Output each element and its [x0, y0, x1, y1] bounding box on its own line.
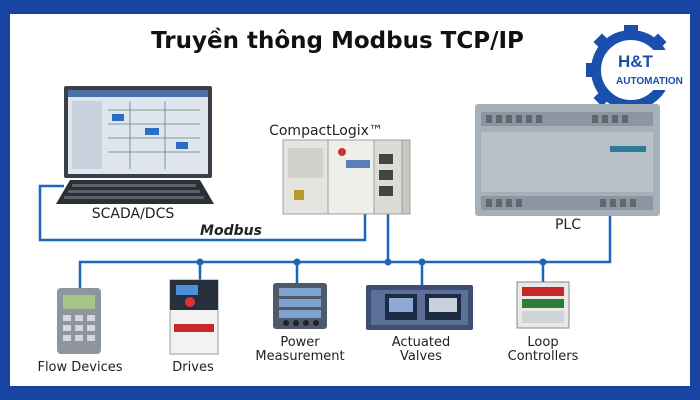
device-label-loop-line2: Controllers: [508, 349, 579, 364]
protocol-label: Modbus: [200, 223, 262, 239]
gear-icon: [586, 25, 690, 115]
logo-main-text: H&T: [618, 52, 654, 71]
network-bus-line: [78, 215, 612, 290]
compactlogix-controller-icon: [282, 139, 411, 215]
valve-panel-icon: [366, 285, 473, 330]
device-label-flow: Flow Devices: [37, 360, 122, 375]
device-label-power-line2: Measurement: [255, 349, 344, 364]
loop-controller-icon: [516, 281, 570, 329]
plc-icon: [475, 104, 660, 216]
power-meter-icon: [273, 283, 327, 329]
logo-sub-text: AUTOMATION: [616, 76, 683, 87]
device-label-valves-line2: Valves: [400, 349, 442, 364]
device-label-valves-line1: Actuated: [392, 335, 450, 350]
diagram-title: Truyền thông Modbus TCP/IP: [151, 28, 524, 54]
device-label-drives: Drives: [172, 360, 214, 375]
flow-device-icon: [57, 288, 101, 354]
scada-label: SCADA/DCS: [92, 206, 175, 222]
plc-label: PLC: [555, 217, 581, 233]
device-label-loop-line1: Loop: [527, 335, 558, 350]
device-label-power-line1: Power: [280, 335, 320, 350]
drive-icon: [169, 279, 219, 355]
bus-junctions: [196, 258, 547, 266]
controller-label: CompactLogix™: [269, 123, 383, 139]
scada-workstation-icon: [56, 86, 214, 204]
